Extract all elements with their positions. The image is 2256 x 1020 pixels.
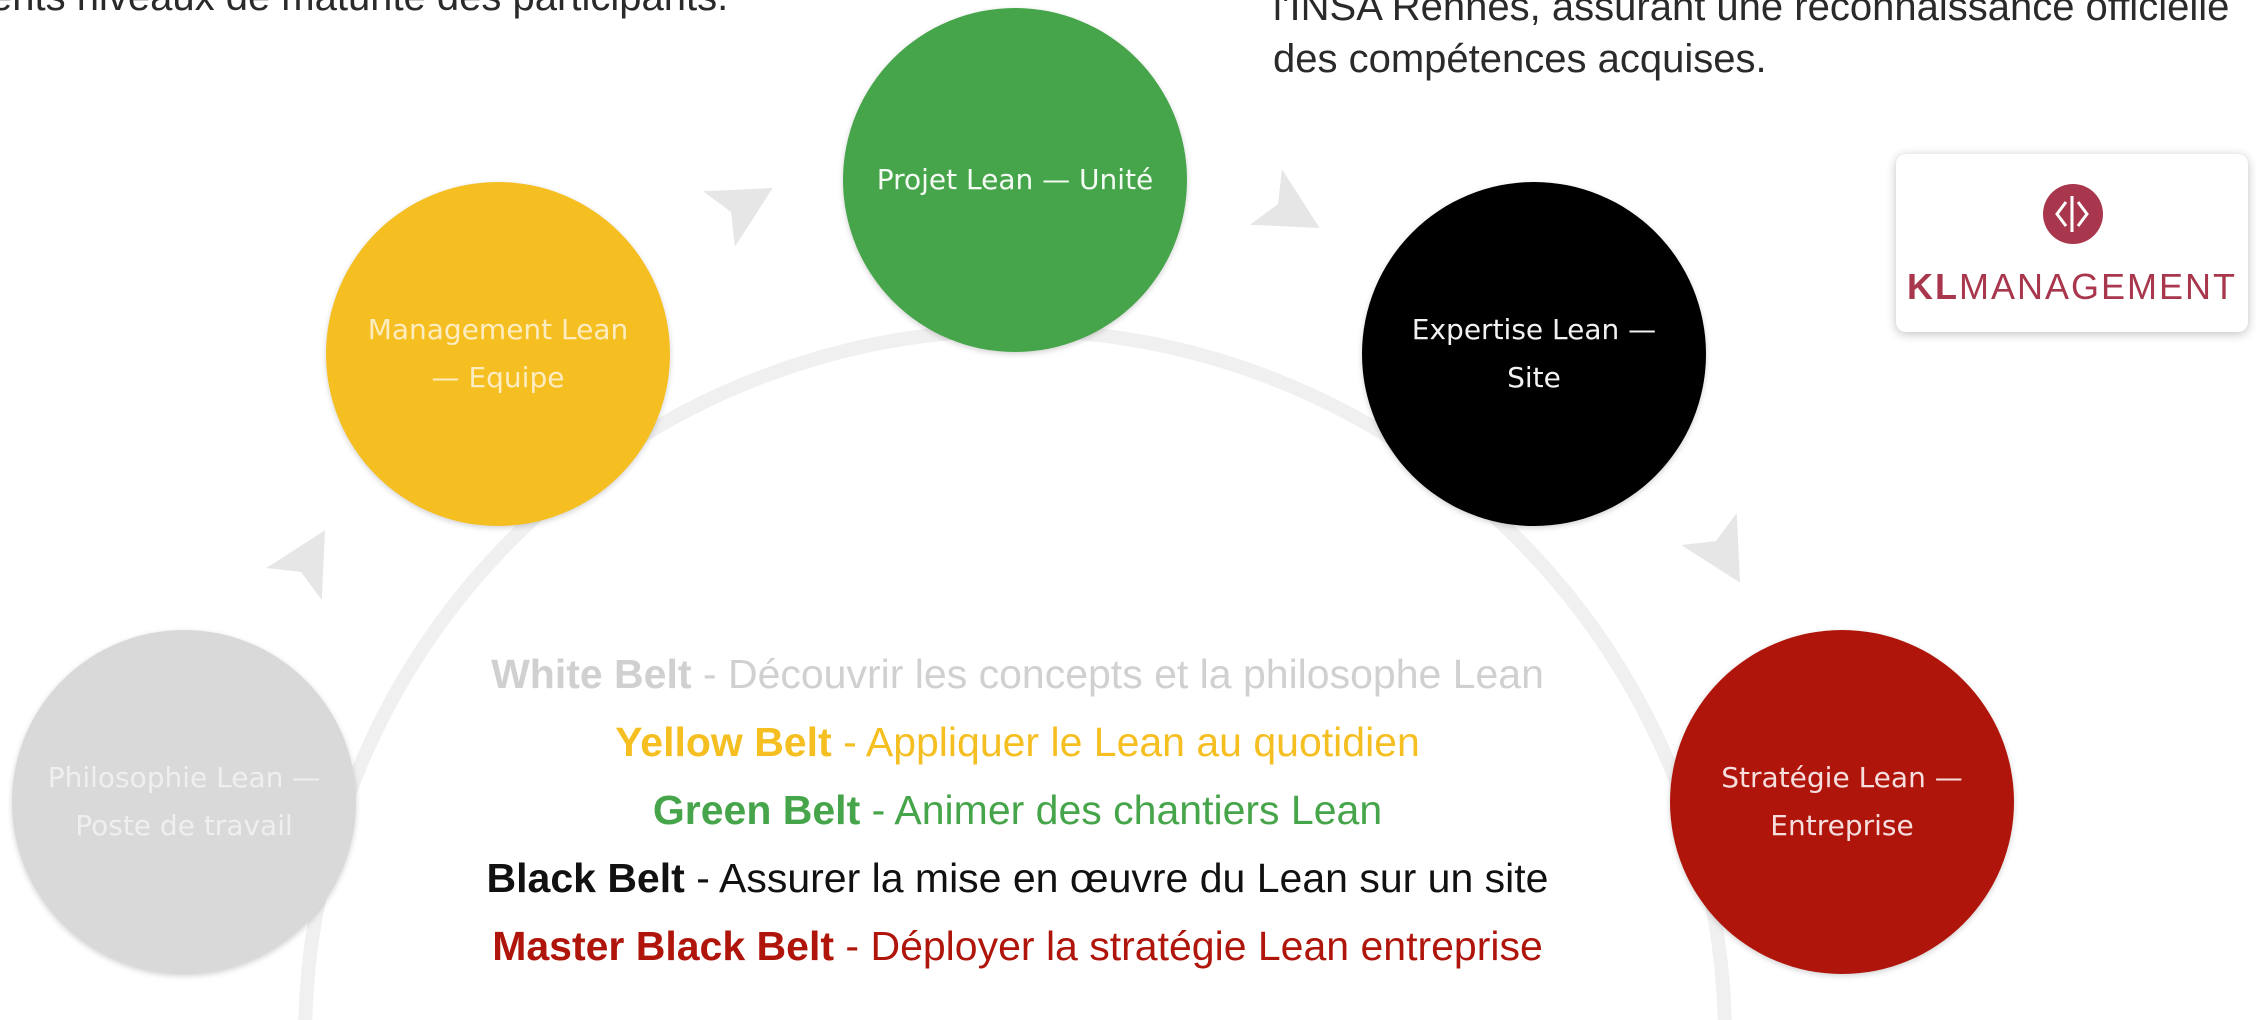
belt-line-white: White Belt - Découvrir les concepts et l… [340, 640, 1695, 708]
arrow-yellow-to-green [702, 188, 773, 247]
belt-line-green: Green Belt - Animer des chantiers Lean [340, 776, 1695, 844]
logo-wordmark: KLMANAGEMENT [1896, 266, 2248, 308]
belt-description: - Assurer la mise en œuvre du Lean sur u… [696, 855, 1549, 901]
arrow-head [1681, 512, 1740, 583]
belt-description: - Animer des chantiers Lean [871, 787, 1383, 833]
arrow-head [266, 530, 325, 601]
circle-white-belt-philosophie: Philosophie Lean — Poste de travail [12, 630, 356, 974]
circle-yellow-belt-management: Management Lean — Equipe [326, 182, 670, 526]
circle-label: Stratégie Lean — Entreprise [1721, 761, 1963, 842]
belt-line-black: Black Belt - Assurer la mise en œuvre du… [340, 844, 1695, 912]
circle-master-black-belt-strategie: Stratégie Lean — Entreprise [1670, 630, 2014, 974]
belt-name: Green Belt [652, 787, 861, 833]
belt-description: - Découvrir les concepts et la philosoph… [702, 651, 1544, 697]
intro-text-right-line1: l'INSA Rennes, assurant une reconnaissan… [1273, 0, 2230, 29]
belt-name: White Belt [491, 651, 692, 697]
belt-name: Black Belt [486, 855, 685, 901]
circle-label: Management Lean — Equipe [367, 313, 629, 394]
belt-name: Yellow Belt [615, 719, 832, 765]
circle-label: Projet Lean — Unité [876, 163, 1154, 196]
arrow-head [1249, 169, 1320, 228]
belt-name: Master Black Belt [492, 923, 835, 969]
intro-text-right-line2: des compétences acquises. [1273, 37, 1767, 81]
circle-green-belt-projet: Projet Lean — Unité [843, 8, 1187, 352]
belt-description: - Déployer la stratégie Lean entreprise [845, 923, 1543, 969]
logo-wordmark-light: MANAGEMENT [1958, 266, 2237, 307]
arrow-head [702, 188, 773, 247]
arrow-black-to-red [1681, 512, 1740, 583]
belt-line-master-black: Master Black Belt - Déployer la stratégi… [340, 912, 1695, 980]
belt-line-yellow: Yellow Belt - Appliquer le Lean au quoti… [340, 708, 1695, 776]
circle-label: Expertise Lean — Site [1411, 313, 1657, 394]
belt-description: - Appliquer le Lean au quotidien [843, 719, 1420, 765]
arrow-white-to-yellow [266, 530, 325, 601]
circle-black-belt-expertise: Expertise Lean — Site [1362, 182, 1706, 526]
circle-label: Philosophie Lean — Poste de travail [47, 761, 321, 842]
kl-management-logo: KLMANAGEMENT [1896, 154, 2248, 332]
kl-monogram-icon [2043, 184, 2103, 244]
intro-text-left: ents niveaux de maturité des participant… [0, 0, 728, 22]
logo-wordmark-bold: KL [1906, 266, 1959, 307]
belt-list: White Belt - Découvrir les concepts et l… [340, 640, 1695, 980]
arrow-green-to-black [1249, 169, 1320, 228]
